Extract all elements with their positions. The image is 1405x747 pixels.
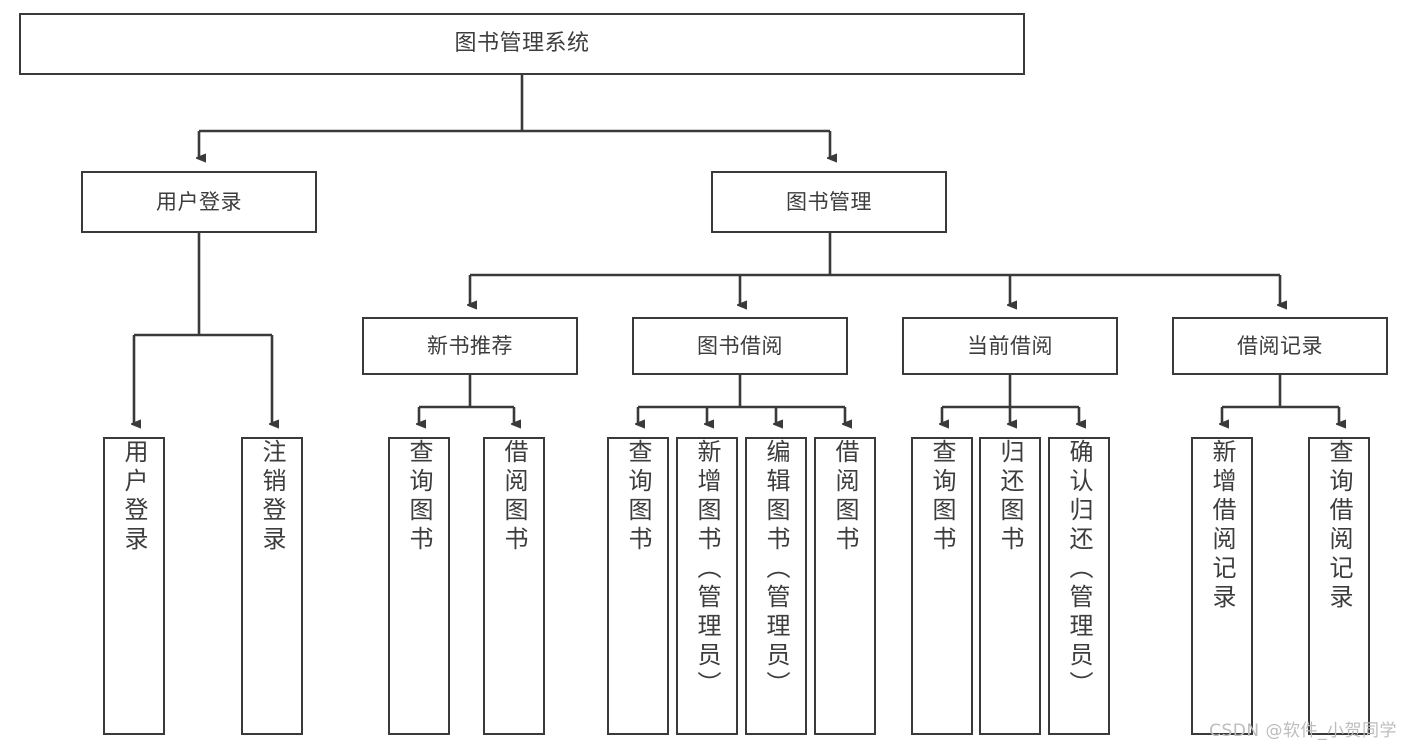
- node-leaf-current-borrow-confirm[interactable]: 确认归还（管理员）: [1048, 437, 1110, 735]
- node-leaf-user-login-signin[interactable]: 用户登录: [103, 437, 165, 735]
- watermark-credit: CSDN @软件_小贺同学: [1209, 721, 1397, 741]
- node-current-borrow[interactable]: 当前借阅: [902, 317, 1118, 375]
- node-leaf-borrow-record-query[interactable]: 查询借阅记录: [1308, 437, 1370, 735]
- node-leaf-current-borrow-return-label: 归还图书: [996, 439, 1024, 555]
- node-user-login[interactable]: 用户登录: [81, 171, 317, 233]
- node-leaf-book-borrow-borrow[interactable]: 借阅图书: [814, 437, 876, 735]
- node-book-manage[interactable]: 图书管理: [711, 171, 947, 233]
- node-new-book-recommend-label: 新书推荐: [427, 333, 513, 358]
- node-book-borrow-label: 图书借阅: [697, 333, 783, 358]
- node-current-borrow-label: 当前借阅: [967, 333, 1053, 358]
- node-leaf-current-borrow-confirm-label: 确认归还（管理员）: [1065, 439, 1093, 700]
- node-leaf-current-borrow-query-label: 查询图书: [928, 439, 956, 555]
- node-leaf-new-book-query-label: 查询图书: [405, 439, 433, 555]
- node-leaf-book-borrow-edit-label: 编辑图书（管理员）: [762, 439, 790, 700]
- node-leaf-new-book-borrow[interactable]: 借阅图书: [483, 437, 545, 735]
- node-book-borrow[interactable]: 图书借阅: [632, 317, 848, 375]
- node-leaf-book-borrow-query[interactable]: 查询图书: [607, 437, 669, 735]
- node-leaf-new-book-borrow-label: 借阅图书: [500, 439, 528, 555]
- node-new-book-recommend[interactable]: 新书推荐: [362, 317, 578, 375]
- node-leaf-user-login-signout-label: 注销登录: [258, 439, 286, 555]
- node-leaf-new-book-query[interactable]: 查询图书: [388, 437, 450, 735]
- node-leaf-borrow-record-add[interactable]: 新增借阅记录: [1191, 437, 1253, 735]
- node-leaf-book-borrow-query-label: 查询图书: [624, 439, 652, 555]
- node-leaf-current-borrow-query[interactable]: 查询图书: [911, 437, 973, 735]
- node-leaf-current-borrow-return[interactable]: 归还图书: [979, 437, 1041, 735]
- node-leaf-book-borrow-add-label: 新增图书（管理员）: [693, 439, 721, 700]
- node-borrow-record-label: 借阅记录: [1237, 333, 1323, 358]
- node-root-system[interactable]: 图书管理系统: [19, 13, 1025, 75]
- node-leaf-borrow-record-add-label: 新增借阅记录: [1208, 439, 1236, 613]
- node-leaf-book-borrow-edit[interactable]: 编辑图书（管理员）: [745, 437, 807, 735]
- node-leaf-borrow-record-query-label: 查询借阅记录: [1325, 439, 1353, 613]
- node-borrow-record[interactable]: 借阅记录: [1172, 317, 1388, 375]
- node-root-system-label: 图书管理系统: [454, 31, 590, 57]
- node-leaf-user-login-signout[interactable]: 注销登录: [241, 437, 303, 735]
- node-book-manage-label: 图书管理: [786, 189, 872, 214]
- node-leaf-user-login-signin-label: 用户登录: [120, 439, 148, 555]
- node-leaf-book-borrow-add[interactable]: 新增图书（管理员）: [676, 437, 738, 735]
- node-user-login-label: 用户登录: [156, 189, 242, 214]
- node-leaf-book-borrow-borrow-label: 借阅图书: [831, 439, 859, 555]
